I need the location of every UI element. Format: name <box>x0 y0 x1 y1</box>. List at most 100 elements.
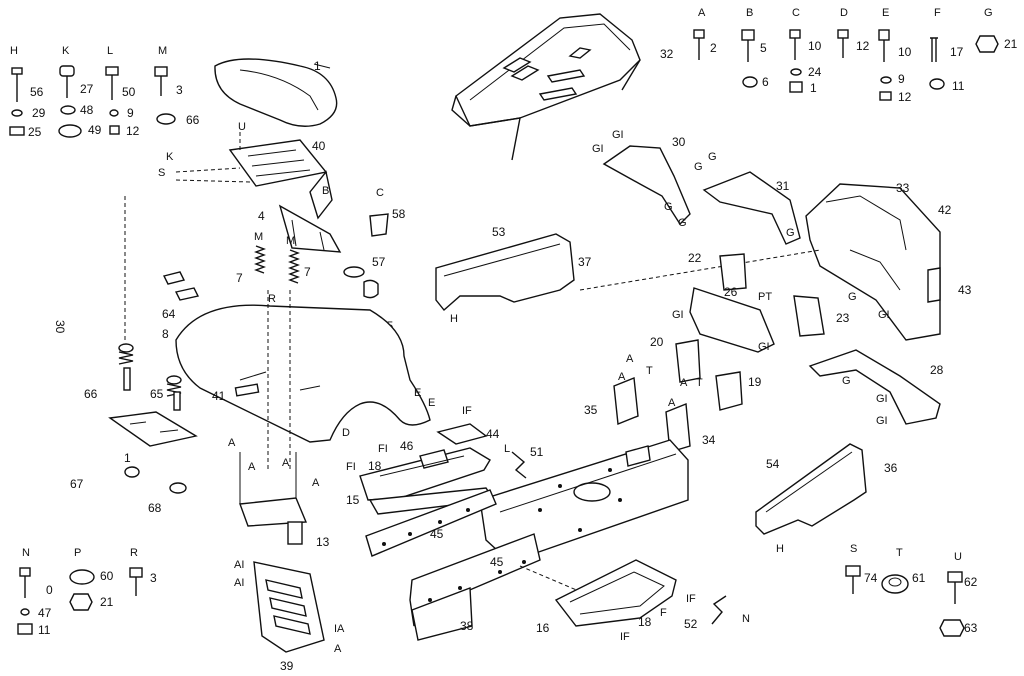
callout-20: 20 <box>650 335 664 349</box>
key-H: H <box>10 45 18 57</box>
callout-1: 1 <box>810 81 817 95</box>
letter-A: A <box>312 477 320 489</box>
bolt-icon <box>947 571 963 604</box>
callout-66: 66 <box>84 387 98 401</box>
nut-icon <box>879 91 892 101</box>
angle-bracket <box>675 339 701 383</box>
callout-28: 28 <box>930 363 944 377</box>
letter-FI: FI <box>378 443 388 455</box>
bracket <box>719 253 747 291</box>
key-B: B <box>746 7 753 19</box>
callout-0: 0 <box>46 583 53 597</box>
washer-icon <box>11 109 23 117</box>
bolt-icon <box>741 29 755 62</box>
letter-T: T <box>696 377 703 389</box>
callout-10: 10 <box>808 39 822 53</box>
callout-38: 38 <box>460 619 474 633</box>
callout-12: 12 <box>126 124 140 138</box>
key-N: N <box>22 547 30 559</box>
washer-icon <box>880 76 892 84</box>
callout-12: 12 <box>856 39 870 53</box>
rear-rail <box>808 349 941 425</box>
callout-58: 58 <box>392 207 406 221</box>
callout-29: 29 <box>32 106 46 120</box>
callout-66: 66 <box>186 113 200 127</box>
letter-R: R <box>268 293 276 305</box>
letter-A: A <box>618 371 626 383</box>
callout-21: 21 <box>1004 37 1018 51</box>
letter-G: GI <box>876 415 888 427</box>
callout-50: 50 <box>122 85 136 99</box>
callout-11: 11 <box>38 623 51 637</box>
callout-19: 19 <box>748 375 762 389</box>
callout-34: 34 <box>702 433 716 447</box>
letter-U: U <box>238 121 246 133</box>
callout-49: 49 <box>88 123 102 137</box>
letter-IA: IA <box>334 623 345 635</box>
callout-43: 43 <box>958 283 972 297</box>
bolt-icon <box>129 567 143 596</box>
letter-F: F <box>660 607 667 619</box>
letter-K: K <box>166 151 174 163</box>
footrest-bracket <box>436 423 488 445</box>
nut-icon <box>69 593 93 611</box>
page-number: 30 <box>53 320 67 334</box>
nut-icon <box>789 81 803 93</box>
frame-plate <box>411 587 473 641</box>
washer-icon <box>929 78 945 90</box>
pad <box>174 287 200 301</box>
callout-17: 17 <box>950 45 964 59</box>
letter-AI: AI <box>234 577 244 589</box>
callout-10: 10 <box>898 45 912 59</box>
callout-45: 45 <box>490 555 504 569</box>
angle-bracket <box>665 403 691 453</box>
key-L: L <box>107 45 113 57</box>
angle-bracket <box>613 377 639 425</box>
bolt-icon <box>154 66 168 96</box>
callout-4: 4 <box>258 209 265 223</box>
hardware-legend-right: A B C D E F G 2 5 6 10 24 1 12 10 9 12 1… <box>693 7 1018 104</box>
letter-GF: G <box>664 201 673 213</box>
letter-E: E <box>428 397 435 409</box>
callout-62: 62 <box>964 575 978 589</box>
angle-bracket <box>715 371 743 411</box>
nut-icon <box>939 619 965 637</box>
hood-bracket <box>602 145 691 226</box>
washer-icon <box>60 105 76 115</box>
grommet <box>343 266 379 299</box>
callout-52: 52 <box>684 617 698 631</box>
lower-footrest <box>554 559 677 627</box>
nut-icon <box>109 125 120 135</box>
key-K: K <box>62 45 70 57</box>
callout-24: 24 <box>808 65 822 79</box>
nut-icon <box>17 623 33 635</box>
letter-H: H <box>450 313 458 325</box>
letter-G: GI <box>612 129 624 141</box>
seat-hinge-bracket <box>278 204 342 253</box>
key-D: D <box>840 7 848 19</box>
letter-G: GI <box>876 393 888 405</box>
bracket-clip <box>369 213 389 237</box>
callout-45: 45 <box>430 527 444 541</box>
callout-23: 23 <box>836 311 850 325</box>
washer-icon <box>58 124 82 138</box>
callout-67: 67 <box>70 477 84 491</box>
callout-44: 44 <box>486 427 500 441</box>
callout-21: 21 <box>100 595 114 609</box>
callout-37: 37 <box>578 255 592 269</box>
bolt-icon <box>845 565 861 594</box>
callout-26: 26 <box>724 285 738 299</box>
callout-31: 31 <box>776 179 790 193</box>
letter-G: G <box>786 227 795 239</box>
callout-9: 9 <box>898 72 905 86</box>
callout-7: 7 <box>236 271 243 285</box>
hood <box>451 13 641 161</box>
callout-54: 54 <box>766 457 780 471</box>
left-running-board <box>435 233 575 312</box>
key-R: R <box>130 547 138 559</box>
letter-A: A <box>228 437 236 449</box>
washer-icon <box>742 76 758 88</box>
front-grille <box>253 561 325 653</box>
key-S: S <box>850 543 857 555</box>
